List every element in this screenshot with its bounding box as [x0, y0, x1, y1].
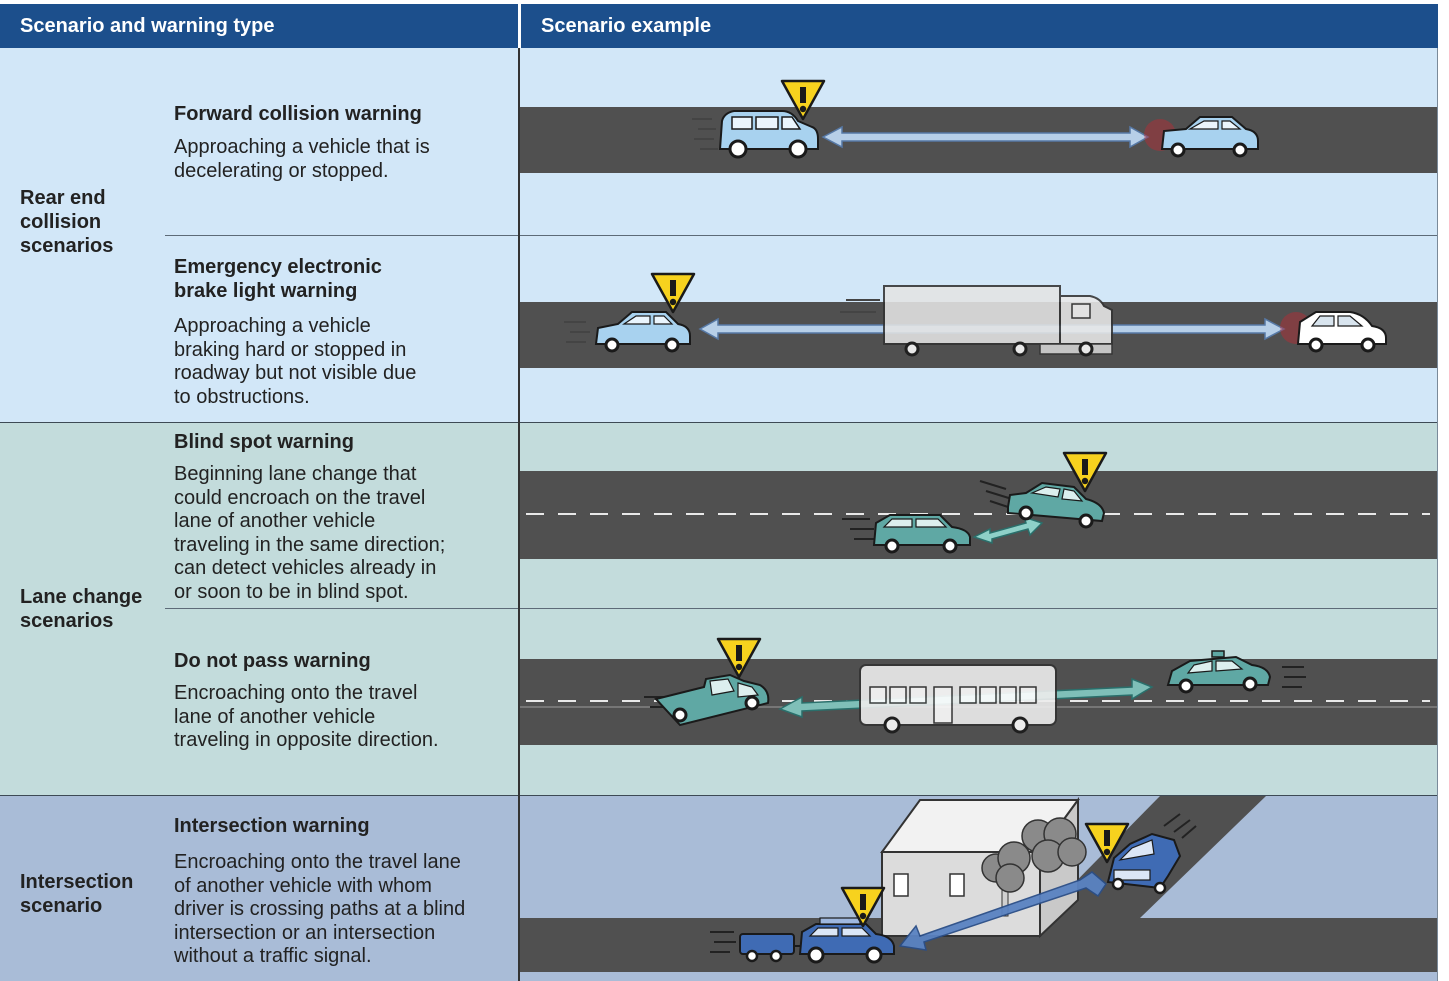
- forward-collision-scene: [520, 79, 1438, 173]
- wagon-icon: [872, 514, 971, 554]
- pickup-truck-icon: [654, 673, 770, 727]
- suv-icon: [718, 110, 819, 159]
- emergency-brake-description: Approaching a vehicle braking hard or st…: [174, 315, 417, 408]
- warning-triangle-icon: [1084, 822, 1130, 864]
- intersection-title: Intersection warning: [174, 815, 370, 837]
- table-right-edge: [1437, 48, 1438, 981]
- blind-spot-scene: [520, 451, 1438, 559]
- sedan-icon: [1160, 116, 1259, 158]
- tree-icon: [981, 817, 1087, 917]
- do-not-pass-title: Do not pass warning: [174, 650, 371, 672]
- group-divider-1: [0, 422, 1438, 423]
- row-divider-1: [165, 235, 1438, 236]
- hatchback-icon: [1296, 311, 1387, 353]
- taxi-icon: [1166, 650, 1272, 694]
- blind-spot-description: Beginning lane change that could encroac…: [174, 463, 446, 603]
- warning-triangle-icon: [716, 637, 762, 679]
- crossing-arrow: [898, 871, 1107, 951]
- column-divider: [518, 48, 520, 981]
- intersection-scene: [520, 796, 1438, 972]
- group-label-rear-end: Rear end collision scenarios: [20, 187, 114, 257]
- group-label-intersection: Intersection scenario: [20, 871, 134, 917]
- warning-triangle-icon: [840, 886, 886, 928]
- emergency-brake-title: Emergency electronic brake light warning: [174, 256, 382, 302]
- suv-with-trailer-icon: [739, 917, 895, 964]
- group-divider-2: [0, 795, 1438, 796]
- warning-triangle-icon: [780, 79, 826, 121]
- sedan-icon: [594, 311, 691, 353]
- header-divider: [518, 4, 521, 48]
- suv-icon: [1106, 832, 1182, 895]
- bus-icon: [859, 664, 1057, 734]
- warning-triangle-icon: [1062, 451, 1108, 493]
- table-header: Scenario and warning type Scenario examp…: [0, 4, 1438, 48]
- header-scenario-example: Scenario example: [541, 15, 712, 37]
- forward-collision-description: Approaching a vehicle that is decelerati…: [174, 136, 430, 182]
- sedan-icon: [1007, 481, 1106, 529]
- distance-arrow: [821, 125, 1150, 149]
- motion-lines: [710, 813, 1197, 953]
- intersection-description: Encroaching onto the travel lane of anot…: [174, 851, 466, 968]
- blind-spot-title: Blind spot warning: [174, 431, 354, 453]
- motion-lines: [644, 666, 1306, 708]
- do-not-pass-description: Encroaching onto the travel lane of anot…: [174, 682, 439, 752]
- semi-truck-icon: [883, 285, 1113, 357]
- row-divider-2: [165, 608, 1438, 609]
- emergency-brake-scene: [520, 272, 1438, 368]
- group-label-lane-change: Lane change scenarios: [20, 586, 143, 632]
- proximity-arrow: [972, 515, 1044, 545]
- do-not-pass-scene: [520, 637, 1438, 745]
- header-scenario-type: Scenario and warning type: [20, 15, 275, 37]
- forward-collision-title: Forward collision warning: [174, 103, 422, 125]
- warning-triangle-icon: [650, 272, 696, 314]
- motion-lines: [692, 118, 718, 150]
